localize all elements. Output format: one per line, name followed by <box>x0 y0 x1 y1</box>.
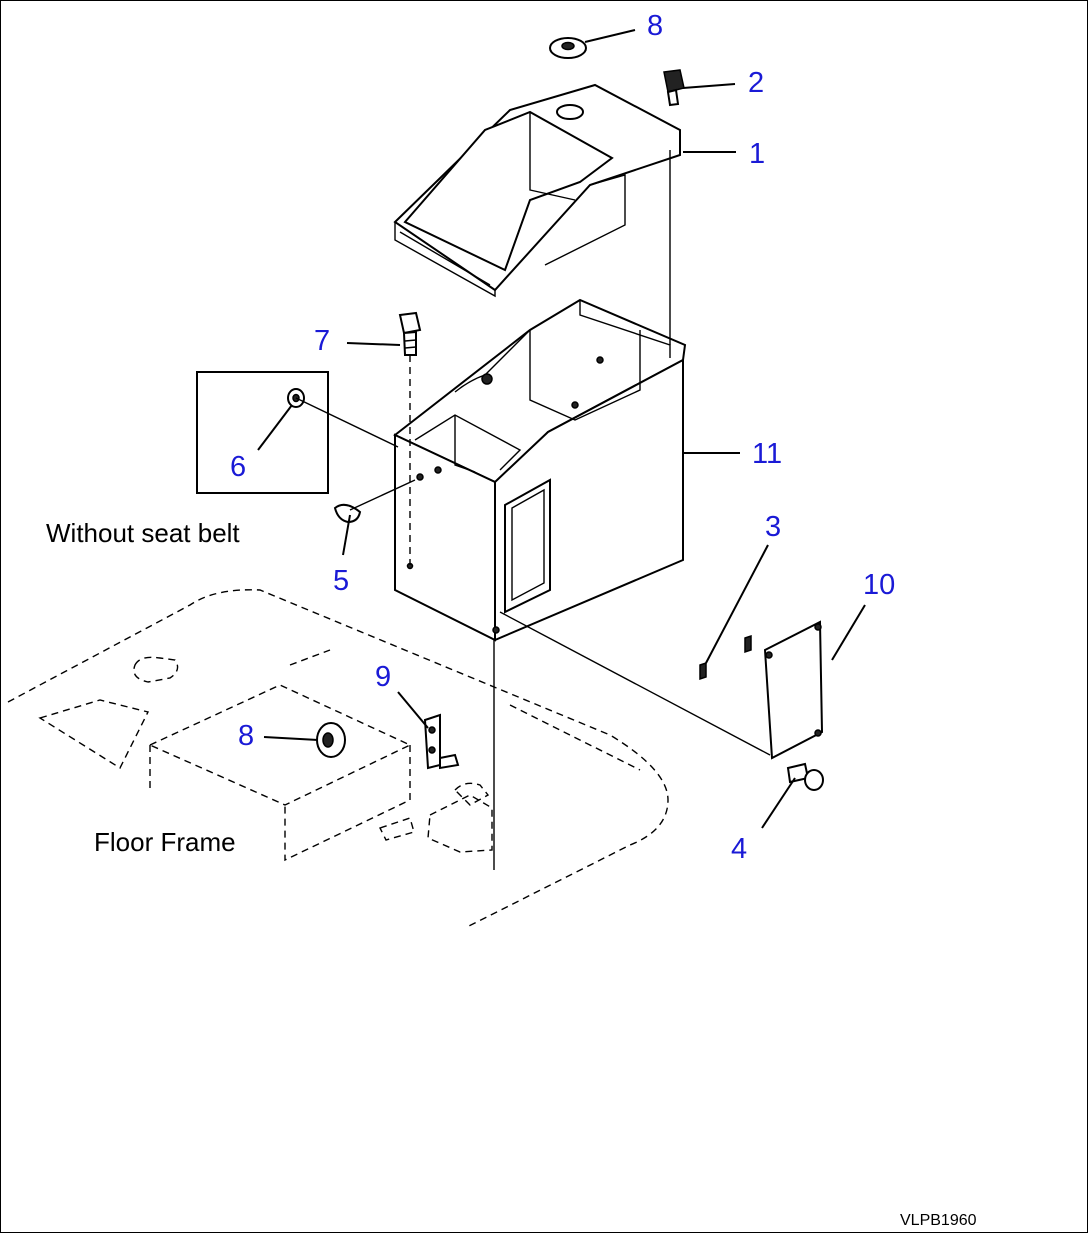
callout-leaders <box>257 29 866 829</box>
callout-1: 1 <box>749 138 765 170</box>
callout-8-floor: 8 <box>238 720 254 752</box>
callout-4: 4 <box>731 833 747 865</box>
callout-7: 7 <box>314 325 330 357</box>
seat-belt-detail-box <box>196 371 329 494</box>
bolt-7 <box>398 311 422 356</box>
screw-4 <box>786 762 824 791</box>
clips-3 <box>699 634 752 681</box>
floor-frame-outline <box>7 589 669 929</box>
washer-8-top <box>549 37 587 59</box>
assembly-lines <box>295 150 771 870</box>
callout-3: 3 <box>765 511 781 543</box>
floor-frame-label: Floor Frame <box>94 827 236 857</box>
washer-8-floor <box>316 722 346 758</box>
grommet-5 <box>333 503 362 524</box>
console-box <box>393 298 687 642</box>
without-seat-belt-label: Without seat belt <box>46 518 240 548</box>
drawing-code: VLPB1960 <box>900 1212 977 1229</box>
floor-frame-block <box>148 684 412 862</box>
callout-8-top: 8 <box>647 10 663 42</box>
callout-11: 11 <box>752 438 782 470</box>
callout-6: 6 <box>230 451 246 483</box>
callout-9: 9 <box>375 661 391 693</box>
callout-5: 5 <box>333 565 349 597</box>
callout-2: 2 <box>748 67 764 99</box>
bolt-2 <box>663 69 685 107</box>
callout-10: 10 <box>863 569 895 601</box>
lid-tray <box>393 83 681 298</box>
bracket-9 <box>423 713 460 770</box>
cover-plate-10 <box>763 620 824 760</box>
